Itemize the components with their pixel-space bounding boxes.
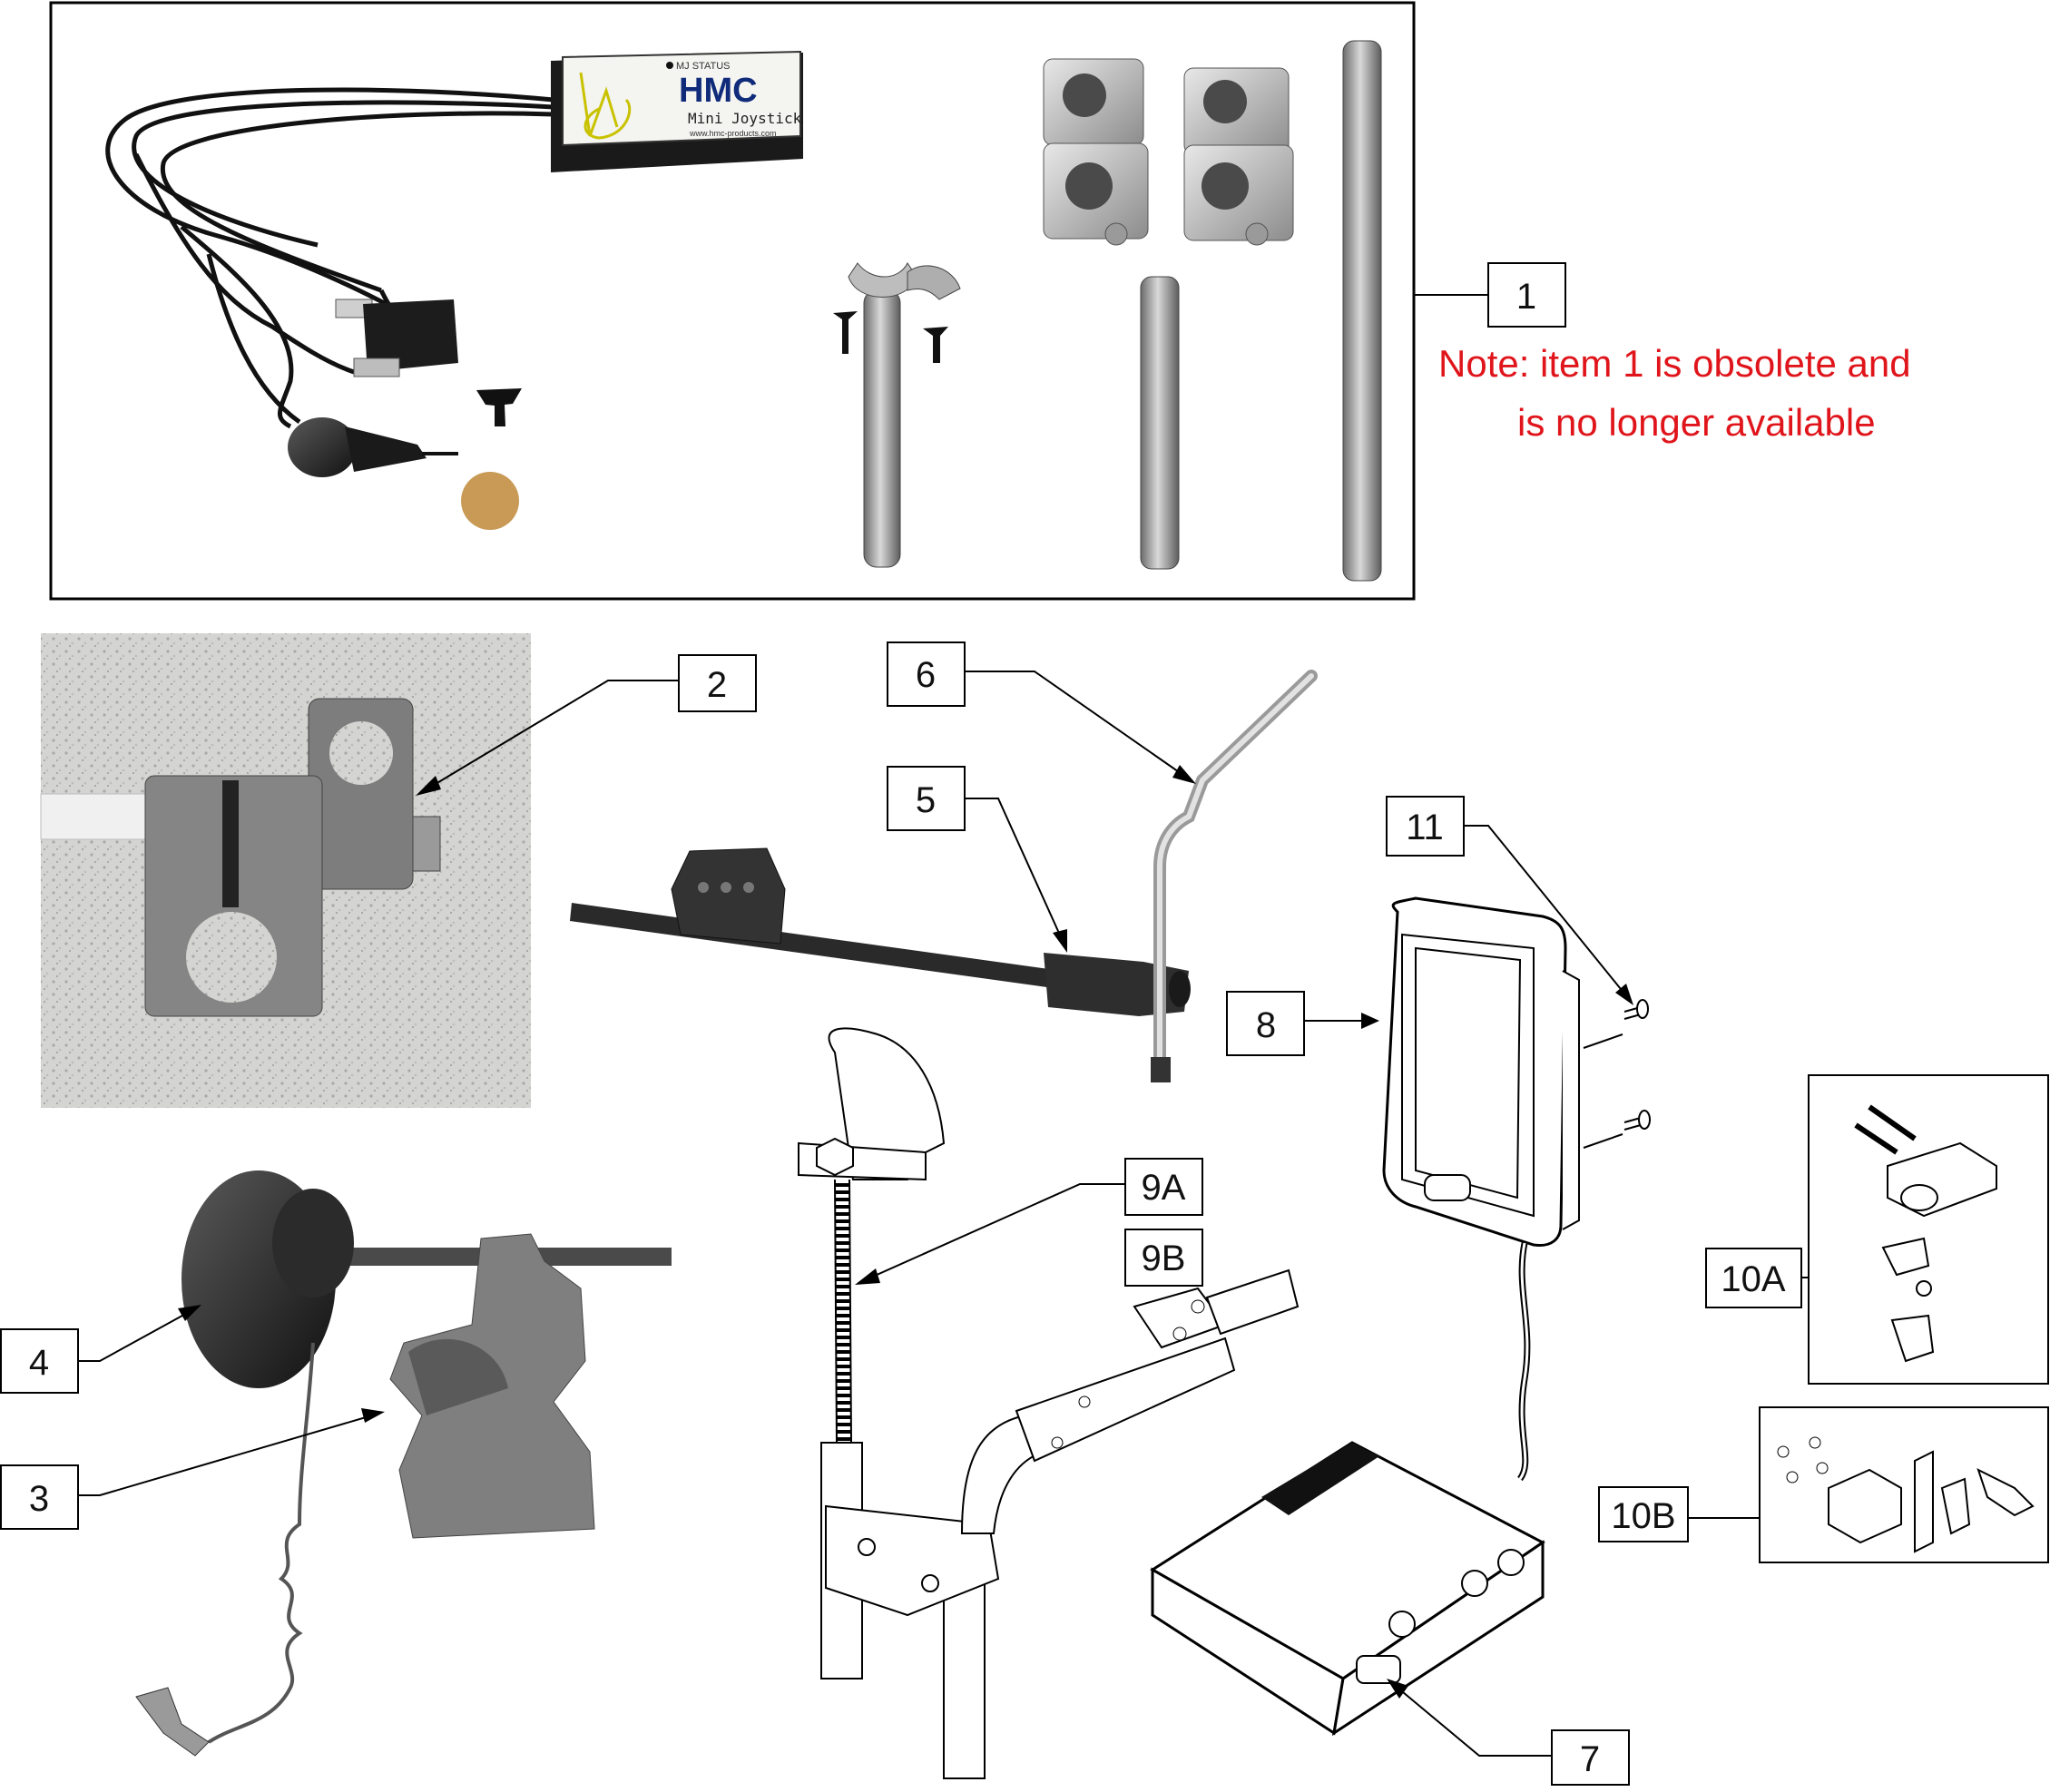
antenna-rod bbox=[1151, 670, 1318, 1082]
callout-10a: 10A bbox=[1721, 1259, 1785, 1299]
screw-icon bbox=[923, 327, 948, 363]
leader-line-4 bbox=[78, 1310, 191, 1362]
callout-11: 11 bbox=[1406, 808, 1444, 847]
callout-10b: 10B bbox=[1611, 1496, 1675, 1536]
small-knob-icon bbox=[476, 388, 522, 426]
callout-8-box bbox=[1226, 991, 1305, 1056]
hmc-box: MJ STATUS HMC Mini Joystick www.hmc-prod… bbox=[551, 50, 803, 172]
leader-line-9 bbox=[866, 1183, 1125, 1280]
callout-3: 3 bbox=[29, 1479, 49, 1519]
callout-1: 1 bbox=[1516, 277, 1536, 317]
leader-line-3 bbox=[78, 1415, 373, 1496]
joystick-bulb bbox=[288, 417, 458, 477]
chin-cup-joystick bbox=[135, 1170, 672, 1757]
screw-icon bbox=[833, 311, 858, 354]
note-line-2: is no longer available bbox=[1517, 401, 1876, 444]
long-rod bbox=[1342, 40, 1382, 582]
short-rod bbox=[1140, 276, 1180, 570]
mounting-clamp bbox=[389, 1233, 595, 1539]
joystick-cable bbox=[105, 87, 554, 429]
hmc-logo-icon bbox=[579, 72, 632, 140]
callout-9a-box bbox=[1124, 1158, 1203, 1216]
foam-ball-icon bbox=[461, 472, 519, 530]
callout-2: 2 bbox=[707, 665, 727, 705]
wrench-rod bbox=[848, 262, 961, 568]
callout-7: 7 bbox=[1580, 1739, 1600, 1779]
arrow-3-icon bbox=[361, 1408, 385, 1423]
leader-line-screw-a bbox=[1583, 1033, 1623, 1049]
hmc-status: MJ STATUS bbox=[676, 61, 730, 72]
arrow-6-icon bbox=[1172, 765, 1196, 784]
controller-module bbox=[1150, 1441, 1545, 1737]
callout-2-box bbox=[678, 654, 757, 712]
callout-9b: 9B bbox=[1142, 1239, 1186, 1278]
callout-3-box bbox=[0, 1464, 79, 1530]
callout-7-box bbox=[1551, 1729, 1630, 1786]
hmc-url: www.hmc-products.com bbox=[689, 129, 777, 138]
arrow-5-icon bbox=[1053, 929, 1067, 953]
leader-line-6 bbox=[965, 671, 1185, 777]
arrow-8-icon bbox=[1361, 1013, 1379, 1029]
leader-line-7 bbox=[1397, 1687, 1552, 1757]
arrow-7-icon bbox=[1387, 1679, 1408, 1699]
callout-9b-box bbox=[1124, 1229, 1203, 1287]
bracket-kit-10b bbox=[1777, 1436, 2035, 1553]
arrow-11-icon bbox=[1615, 984, 1633, 1005]
clamp-block bbox=[40, 633, 531, 1108]
callout-8: 8 bbox=[1256, 1005, 1276, 1045]
hmc-mini-joystick-kit: MJ STATUS HMC Mini Joystick www.hmc-prod… bbox=[49, 1, 1416, 601]
callout-9a: 9A bbox=[1142, 1168, 1186, 1208]
hmc-product: Mini Joystick bbox=[688, 110, 802, 127]
callout-1-box bbox=[1487, 262, 1566, 328]
clamp-blocks bbox=[1043, 58, 1294, 246]
leader-line-5 bbox=[965, 798, 1063, 940]
leader-line-2 bbox=[426, 680, 679, 790]
item-1-frame bbox=[49, 1, 1416, 601]
arrow-9-icon bbox=[855, 1268, 880, 1285]
callout-5-box bbox=[887, 766, 966, 831]
callout-10a-box bbox=[1705, 1248, 1802, 1308]
arrow-4-icon bbox=[178, 1305, 201, 1321]
bracket-kit-10a bbox=[1854, 1104, 1997, 1363]
callout-10b-box bbox=[1598, 1486, 1689, 1542]
callout-6: 6 bbox=[916, 655, 936, 695]
display-screen bbox=[1382, 896, 1580, 1482]
leader-line-screw-b bbox=[1583, 1133, 1623, 1149]
hmc-brand: HMC bbox=[679, 72, 758, 110]
callout-4: 4 bbox=[29, 1343, 49, 1383]
screw-pair bbox=[1623, 999, 1651, 1131]
callout-5: 5 bbox=[916, 780, 936, 820]
note-line-1: Note: item 1 is obsolete and bbox=[1438, 342, 1911, 385]
callout-11-box bbox=[1386, 796, 1465, 857]
db9-connector bbox=[335, 299, 458, 377]
callout-6-box bbox=[887, 641, 966, 707]
arrow-2-icon bbox=[416, 776, 441, 796]
gooseneck-mount bbox=[798, 1027, 1300, 1779]
status-led-icon bbox=[666, 62, 673, 69]
leader-line-11 bbox=[1464, 825, 1625, 994]
hardware-arm bbox=[570, 847, 1191, 1016]
